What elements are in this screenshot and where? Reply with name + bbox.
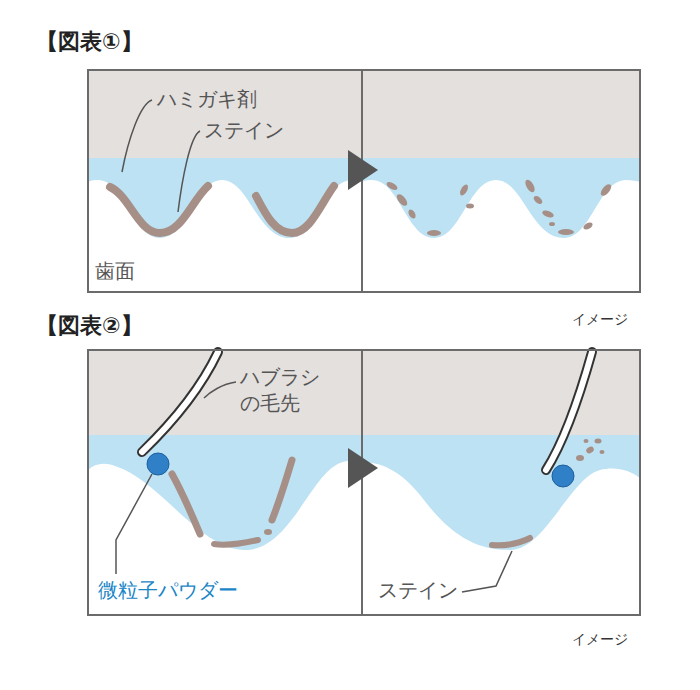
part-label: ハミガキ剤 bbox=[157, 86, 257, 112]
part-label: ステイン bbox=[378, 577, 458, 603]
part-label: 歯面 bbox=[95, 258, 135, 284]
stain bbox=[110, 186, 208, 233]
leader-line bbox=[178, 131, 200, 212]
panel-two bbox=[88, 350, 640, 615]
step-arrow bbox=[348, 150, 378, 190]
leader-line bbox=[462, 551, 512, 592]
figure-heading: 【図表②】 bbox=[36, 312, 143, 341]
stain bbox=[492, 538, 530, 545]
stain-fragments bbox=[576, 439, 605, 462]
leader-line bbox=[122, 100, 152, 172]
part-label: ハブラシ の毛先 bbox=[240, 364, 332, 416]
stain bbox=[214, 540, 258, 545]
bristle bbox=[546, 352, 592, 470]
powder-particle bbox=[147, 453, 169, 475]
tooth-surface bbox=[88, 180, 362, 292]
part-label: 微粒子パウダー bbox=[98, 577, 238, 603]
figure-heading: 【図表①】 bbox=[36, 28, 143, 57]
tooth-surface bbox=[362, 462, 640, 615]
stain bbox=[172, 474, 200, 534]
panel-one bbox=[88, 70, 640, 292]
leader-line bbox=[204, 382, 236, 398]
part-label: ステイン bbox=[204, 117, 284, 143]
stain bbox=[272, 460, 292, 520]
tooth-surface bbox=[88, 460, 362, 615]
stain bbox=[256, 186, 334, 233]
bristle bbox=[142, 352, 218, 452]
image-note: イメージ bbox=[572, 630, 628, 648]
powder-particle bbox=[552, 465, 574, 487]
image-note: イメージ bbox=[572, 310, 628, 328]
tooth-surface bbox=[362, 180, 640, 292]
leader-line bbox=[116, 474, 152, 574]
stain-fragments bbox=[385, 178, 613, 236]
step-arrow bbox=[348, 448, 378, 488]
